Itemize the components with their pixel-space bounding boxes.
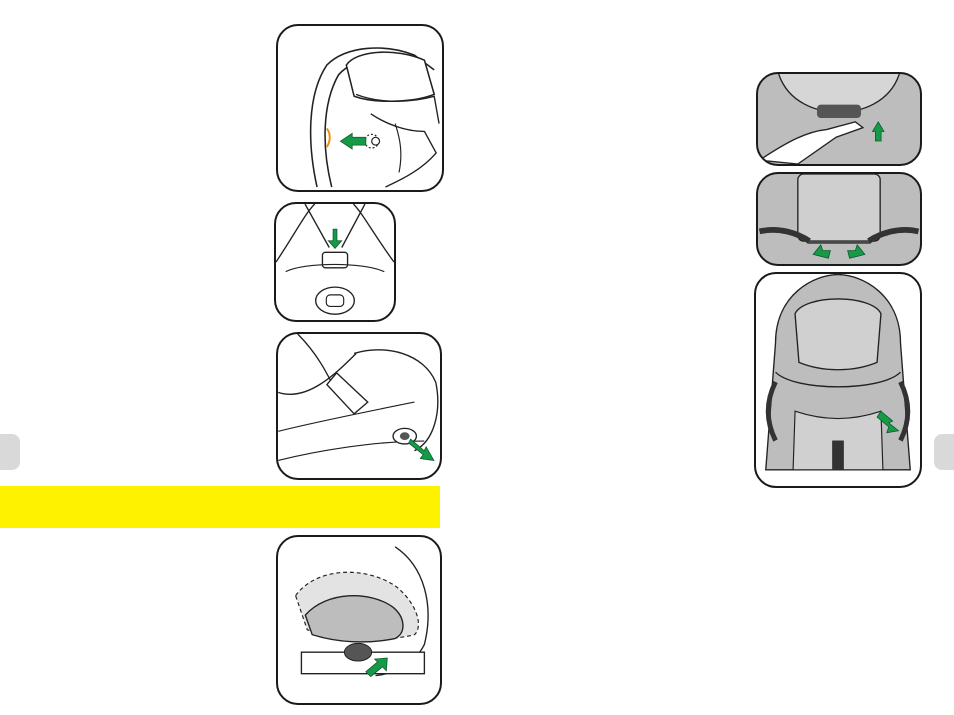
figure-headrest-release (276, 24, 444, 192)
shoulder-pad-illustration (758, 74, 900, 164)
adjuster-illustration (278, 334, 439, 462)
arrow-up-icon (871, 121, 885, 142)
figure-harness-buckle (274, 202, 396, 322)
buckle-illustration (276, 204, 394, 315)
arrow-left-icon (339, 132, 367, 150)
arrow-out-icon (876, 410, 900, 434)
figure-recline-handle (276, 535, 442, 705)
headrest-illustration (309, 47, 440, 188)
arrow-up-icon (365, 657, 388, 678)
figure-harness-clip (756, 172, 922, 266)
cover-remove-illustration (765, 274, 911, 471)
figure-shoulder-pad (756, 72, 922, 166)
figure-adjuster-strap (276, 332, 442, 480)
arrow-down-icon (327, 228, 343, 250)
page-tab-left (0, 434, 20, 470)
arrow-up-icon (847, 244, 866, 259)
arrow-out-icon (408, 438, 435, 461)
highlight-band (0, 486, 440, 528)
page-tab-right (934, 434, 954, 470)
harness-clip-illustration (758, 174, 920, 259)
recline-illustration (294, 546, 429, 678)
figure-cover-remove (754, 272, 922, 488)
arrow-up-icon (812, 244, 831, 259)
